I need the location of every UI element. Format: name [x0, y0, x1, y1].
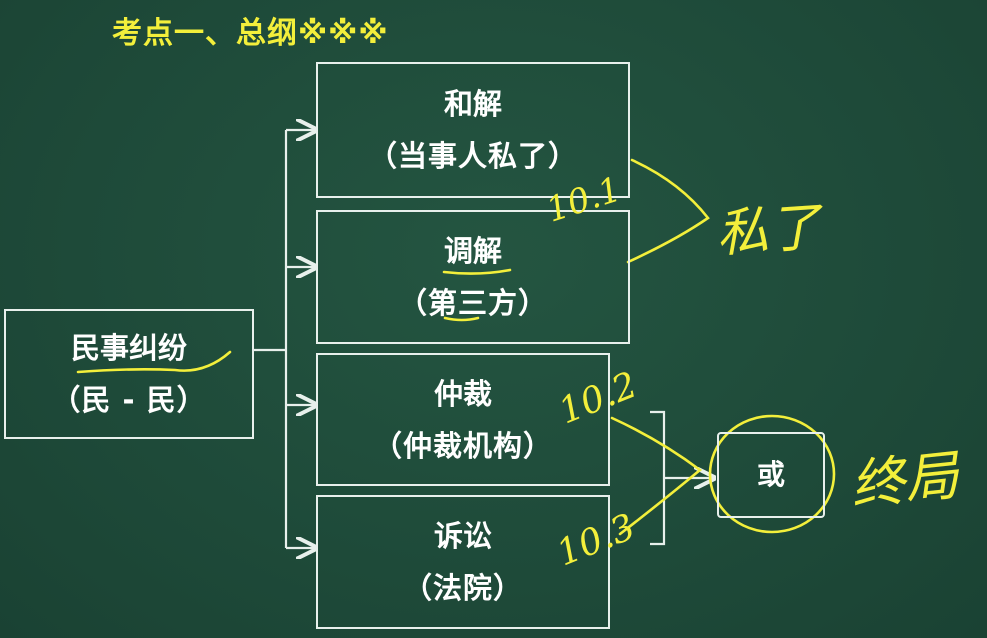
node-civil-dispute-sub: （民 - 民）: [51, 383, 207, 417]
page-title: 考点一、总纲※※※: [112, 16, 389, 51]
underline-third: [443, 316, 480, 322]
bracket-private: [626, 158, 710, 264]
node-or: 或: [717, 432, 825, 518]
bracket-final: [610, 416, 703, 536]
node-mediation-sub: （第三方）: [397, 286, 548, 320]
node-settlement: 和解 （当事人私了）: [316, 62, 630, 198]
node-arbitration-label: 仲裁: [433, 376, 492, 411]
bracket-right: [650, 410, 666, 546]
note-private-settle: 私了: [714, 197, 823, 265]
underline-civil-dispute: [76, 350, 232, 374]
node-settlement-label: 和解: [443, 87, 502, 121]
node-litigation-label: 诉讼: [433, 519, 492, 553]
node-mediation-label: 调解: [443, 234, 502, 268]
note-final-ruling: 终局: [847, 443, 962, 518]
node-litigation-sub: （法院）: [402, 571, 523, 605]
circle-or: [708, 414, 836, 534]
node-arbitration: 仲裁 （仲裁机构）: [316, 353, 610, 486]
underline-mediation: [442, 268, 512, 275]
node-civil-dispute-label: 民事纠纷: [70, 331, 187, 365]
node-settlement-sub: （当事人私了）: [367, 139, 578, 173]
node-civil-dispute: 民事纠纷 （民 - 民）: [4, 309, 254, 439]
node-litigation: 诉讼 （法院）: [316, 495, 610, 629]
node-mediation: 调解 （第三方）: [316, 210, 630, 344]
node-or-label: 或: [756, 458, 785, 491]
node-arbitration-sub: （仲裁机构）: [372, 428, 553, 463]
